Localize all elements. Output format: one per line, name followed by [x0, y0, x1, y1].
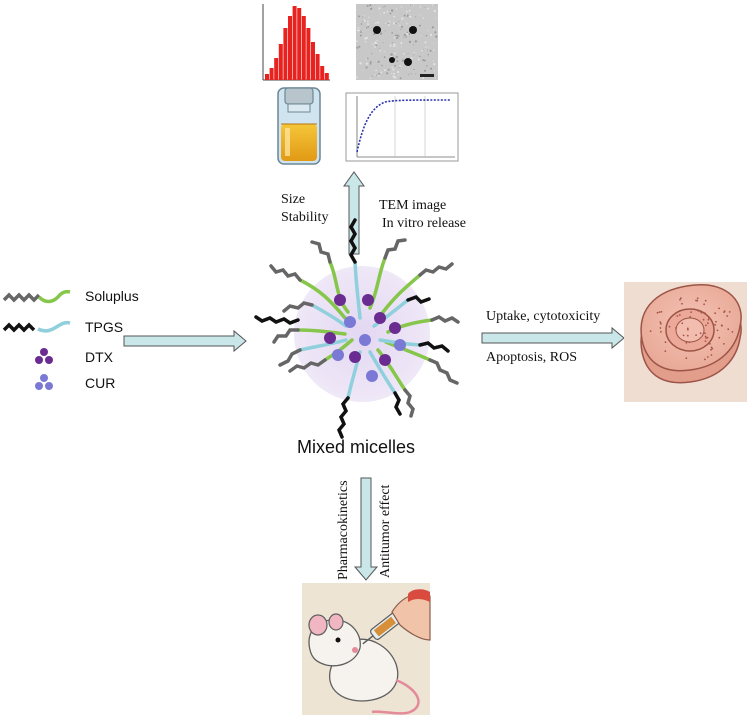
soluplus-legend-icon: [2, 289, 71, 304]
label-antitumor-effect: Antitumor effect: [378, 484, 393, 578]
arrow-left-to-micelle: [123, 329, 247, 353]
label-stability: Stability: [281, 210, 329, 225]
tpgs-legend-icon: [2, 320, 71, 333]
label-uptake-cytotoxicity: Uptake, cytotoxicity: [486, 309, 601, 324]
arrow-micelle-to-bottom: [353, 477, 379, 581]
legend-label-cur: CUR: [85, 375, 116, 391]
micelle-drug-dots: [324, 294, 406, 382]
cur-legend-icon: [35, 374, 53, 390]
size-histogram: [262, 4, 330, 81]
vial-icon: [277, 87, 321, 165]
histogram-bar: [306, 28, 311, 80]
histogram-bar: [315, 54, 320, 80]
histogram-bar: [297, 8, 302, 80]
histogram-bar: [278, 44, 283, 80]
dtx-legend-icon: [35, 348, 53, 364]
title-mixed-micelles: Mixed micelles: [297, 437, 416, 457]
histogram-bar: [283, 28, 288, 80]
histogram-bar: [265, 74, 269, 80]
histogram-bar: [311, 42, 315, 80]
tem-image: [356, 4, 438, 80]
micelle-tails: [254, 218, 460, 439]
histogram-bar: [274, 58, 279, 80]
label-tem-image: TEM image: [379, 198, 447, 213]
histogram-bar: [269, 68, 274, 80]
arrow-micelle-to-right: [481, 326, 625, 350]
histogram-bar: [324, 73, 329, 80]
micelle: [254, 218, 460, 439]
arrow-micelle-to-top: [343, 171, 365, 255]
legend-label-tpgs: TPGS: [85, 319, 124, 335]
histogram-bar: [320, 66, 325, 80]
label-pharmacokinetics: Pharmacokinetics: [336, 480, 351, 580]
release-curve-plot: [345, 92, 459, 162]
legend-label-dtx: DTX: [85, 349, 113, 365]
mouse-injection-icon: [302, 583, 431, 715]
cell-icon: [624, 282, 747, 402]
histogram-bar: [301, 16, 306, 80]
legend: [2, 289, 71, 390]
legend-label-soluplus: Soluplus: [85, 288, 139, 304]
label-in-vitro-release: In vitro release: [382, 216, 466, 231]
label-apoptosis-ros: Apoptosis, ROS: [486, 350, 578, 365]
label-size: Size: [281, 192, 306, 207]
histogram-bar: [292, 6, 297, 80]
histogram-bar: [288, 16, 292, 80]
